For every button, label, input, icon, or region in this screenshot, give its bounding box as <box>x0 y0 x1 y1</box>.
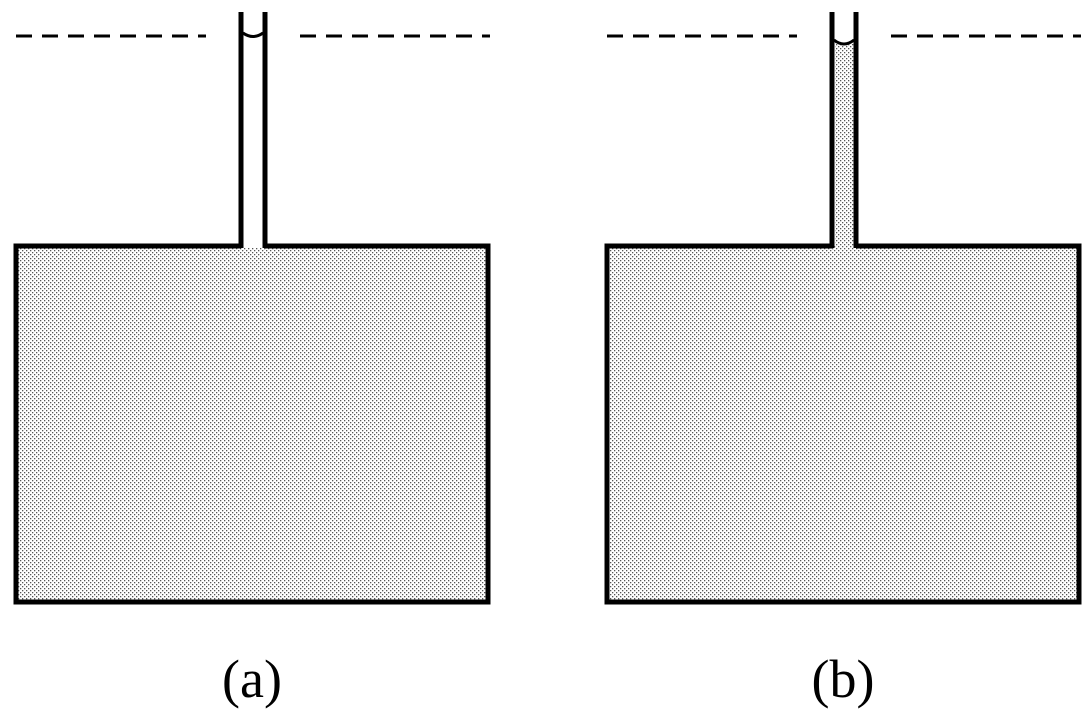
meniscus-a <box>242 31 264 38</box>
container-outline-b <box>604 243 1082 605</box>
panel-b: (b) <box>604 12 1082 709</box>
panel-label-b: (b) <box>812 649 875 709</box>
tube-liquid-b <box>835 42 854 248</box>
container-liquid-a <box>16 246 488 602</box>
container-outline-a <box>13 243 491 605</box>
meniscus-b <box>833 38 855 46</box>
tube-interior-a <box>244 12 263 248</box>
tube-interior-top-b <box>835 12 854 42</box>
container-liquid-b <box>607 246 1079 602</box>
panel-label-a: (a) <box>222 649 282 709</box>
panel-a: (a) <box>13 12 491 709</box>
